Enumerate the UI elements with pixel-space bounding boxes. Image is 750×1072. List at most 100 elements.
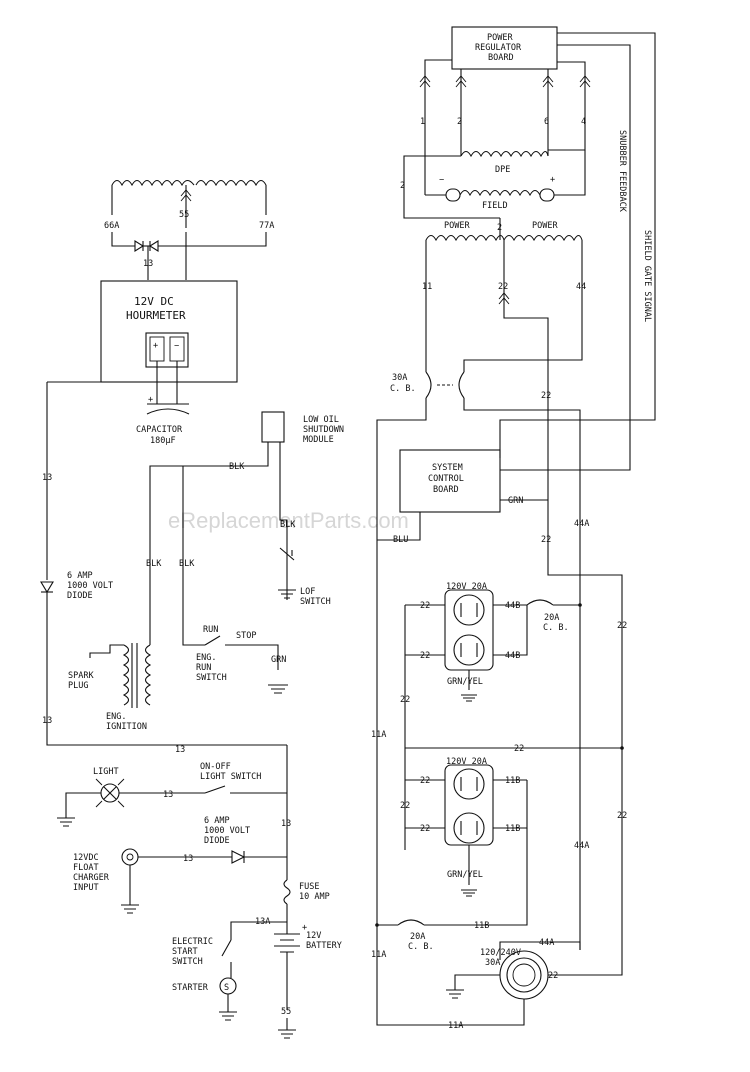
wire-22-bus — [547, 540, 623, 976]
lof-line2: SWITCH — [300, 597, 331, 607]
lof-switch-symbol — [278, 547, 296, 599]
receptacle-2 — [405, 764, 528, 897]
start-l3: SWITCH — [172, 957, 203, 967]
regulator-l3: BOARD — [488, 53, 514, 63]
label-66a: 66A — [104, 221, 119, 231]
label-13-a: 13 — [42, 473, 52, 483]
label-13-d: 13 — [163, 790, 173, 800]
wire-11a-c: 11A — [448, 1021, 463, 1031]
field-coil — [425, 150, 586, 202]
breaker-20a-1 — [526, 599, 582, 607]
wire-blk-1 — [149, 442, 269, 645]
low-oil-l3: MODULE — [303, 435, 334, 445]
breaker-1-l1: 20A — [544, 613, 559, 623]
wire-2-label: 2 — [400, 181, 405, 191]
pin-4: 4 — [581, 117, 586, 127]
label-13-f: 13 — [183, 854, 193, 864]
spark-plug-l1: SPARK — [68, 671, 94, 681]
breaker-2-l1: 20A — [410, 932, 425, 942]
breaker-main-l2: C. B. — [390, 384, 416, 394]
breaker-main-l1: 30A — [392, 373, 407, 383]
pin-1: 1 — [420, 117, 425, 127]
label-13-node: 13 — [143, 259, 153, 269]
wire-22-h-label: 22 — [514, 744, 524, 754]
wire-11: 11 — [422, 282, 432, 292]
starter-symbol: S — [224, 983, 229, 993]
regulator-l1: POWER — [487, 33, 513, 43]
diode-top-l2: 1000 VOLT — [67, 581, 113, 591]
wire-11a-a: 11A — [371, 730, 386, 740]
wire-22-blu: 22 — [541, 535, 551, 545]
regulator-connectors — [419, 32, 656, 471]
wire-22-mid2: 22 — [400, 801, 410, 811]
start-switch — [219, 921, 287, 1021]
rec1-44b-a: 44B — [505, 601, 520, 611]
breaker-2-l2: C. B. — [408, 942, 434, 952]
hourmeter-line1: 12V DC — [134, 295, 174, 308]
label-77a: 77A — [259, 221, 274, 231]
light-label: LIGHT — [93, 767, 119, 777]
start-l2: START — [172, 947, 198, 957]
hourmeter-line2: HOURMETER — [126, 309, 186, 322]
wire-blk-2 — [182, 466, 205, 646]
power-windings — [425, 218, 583, 540]
scb-l2: CONTROL — [428, 474, 464, 484]
ignition-coil — [89, 643, 152, 708]
run-label: RUN — [203, 625, 218, 635]
twistlock-l2: 30A — [485, 958, 500, 968]
label-13-c: 13 — [175, 745, 185, 755]
rec2-11b-a: 11B — [505, 776, 520, 786]
wire-22-mid: 22 — [400, 695, 410, 705]
rec2-11b-b: 11B — [505, 824, 520, 834]
grn-label-r: GRN — [508, 496, 523, 506]
wire-11a-b: 11A — [371, 950, 386, 960]
battery-l2: BATTERY — [306, 941, 342, 951]
diode-bot-l3: DIODE — [204, 836, 230, 846]
light-switch — [204, 785, 287, 794]
battery-symbol — [274, 922, 300, 1039]
field-plus: + — [550, 175, 555, 185]
rec1-22b: 22 — [420, 651, 430, 661]
rec2-title: 120V 20A — [446, 757, 487, 767]
breaker-20a-2 — [375, 828, 528, 927]
wire-blk-lof — [279, 442, 288, 600]
breaker-1-l2: C. B. — [543, 623, 569, 633]
low-oil-module-box — [261, 411, 285, 443]
regulator-l2: REGULATOR — [475, 43, 522, 53]
light-switch-l2: LIGHT SWITCH — [200, 772, 261, 782]
charger-l3: CHARGER — [73, 873, 110, 883]
wire-22-tl: 22 — [548, 971, 558, 981]
rec2-22b: 22 — [420, 824, 430, 834]
scb-l3: BOARD — [433, 485, 459, 495]
capacitor: + — [146, 395, 190, 415]
ignition-l1: ENG. — [106, 712, 126, 722]
rec2-grn: GRN/YEL — [447, 870, 483, 880]
charger-l1: 12VDC — [73, 853, 99, 863]
run-switch-l2: RUN — [196, 663, 211, 673]
main-breaker-30a — [376, 371, 581, 1026]
charger-l4: INPUT — [73, 883, 99, 893]
wire-44a-a: 44A — [574, 519, 589, 529]
rec1-44b-b: 44B — [505, 651, 520, 661]
label-13a: 13A — [255, 917, 270, 927]
wire-22-far2: 22 — [617, 811, 627, 821]
wire-44: 44 — [576, 282, 586, 292]
blu-label: BLU — [393, 535, 408, 545]
capacitor-label: CAPACITOR — [136, 425, 183, 435]
battery-l1: 12V — [306, 931, 321, 941]
wire-44a-c: 44A — [539, 938, 554, 948]
stator-coil-left — [111, 179, 267, 228]
wire-11b-c: 11B — [474, 921, 489, 931]
wire-22-far: 22 — [617, 621, 627, 631]
fuse-l1: FUSE — [299, 882, 319, 892]
power-right-label: POWER — [532, 221, 558, 231]
low-oil-l2: SHUTDOWN — [303, 425, 344, 435]
blk-2: BLK — [146, 559, 162, 569]
diode-bot-l1: 6 AMP — [204, 816, 230, 826]
blk-3: BLK — [179, 559, 195, 569]
diode-bot-l2: 1000 VOLT — [204, 826, 250, 836]
label-55-top: 55 — [179, 210, 189, 220]
grn-label: GRN — [271, 655, 286, 665]
